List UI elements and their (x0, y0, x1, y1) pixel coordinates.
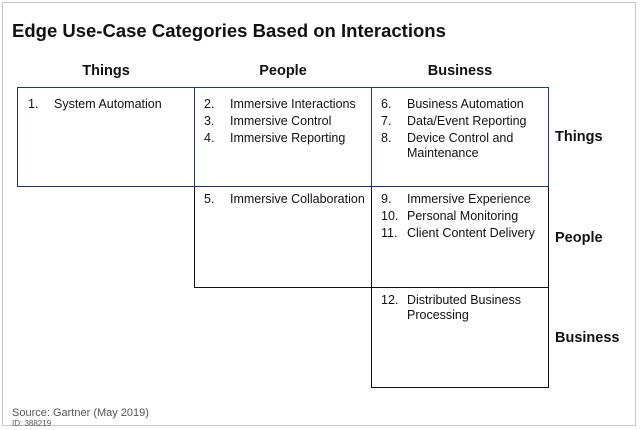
source-note: Source: Gartner (May 2019) (12, 407, 149, 419)
use-case-label: Immersive Reporting (230, 131, 346, 145)
use-case-number: 4. (204, 131, 215, 145)
use-case-number: 1. (28, 97, 39, 111)
use-case-number: 3. (204, 114, 215, 128)
use-case-item: 2. Immersive Interactions (204, 97, 380, 112)
use-case-item: 6. Business Automation (381, 97, 557, 112)
column-header-business: Business (427, 63, 493, 79)
cell-things-people: 2. Immersive Interactions 3. Immersive Cont… (204, 97, 380, 148)
use-case-label: Immersive Experience (407, 192, 531, 206)
use-case-number: 12. (381, 293, 399, 307)
diagram-title: Edge Use-Case Categories Based on Intera… (12, 20, 446, 41)
use-case-item: 11. Client Content Delivery (381, 226, 557, 241)
grid-line-business-left (371, 186, 372, 388)
use-case-label: Data/Event Reporting (407, 114, 527, 128)
use-case-number: 7. (381, 114, 392, 128)
use-case-item: 8. Device Control and Maintenance (381, 131, 557, 161)
use-case-label: System Automation (54, 97, 162, 111)
row-header-business: Business (555, 330, 620, 346)
use-case-number: 2. (204, 97, 215, 111)
use-case-label: Device Control and Maintenance (407, 131, 514, 160)
things-row-box (17, 87, 549, 187)
column-header-people: People (259, 63, 307, 79)
grid-line-people-business (371, 87, 372, 187)
use-case-number: 10. (381, 209, 399, 223)
use-case-label: Immersive Collaboration (230, 192, 365, 206)
use-case-number: 8. (381, 131, 392, 145)
cell-people-people: 5. Immersive Collaboration (204, 192, 380, 209)
grid-line-right (548, 186, 549, 388)
use-case-item: 5. Immersive Collaboration (204, 192, 380, 207)
cell-things-things: 1. System Automation (28, 97, 204, 114)
row-header-people: People (555, 230, 603, 246)
use-case-item: 12. Distributed Business Processing (381, 293, 557, 323)
grid-line-things-people (194, 87, 195, 187)
use-case-item: 9. Immersive Experience (381, 192, 557, 207)
use-case-item: 3. Immersive Control (204, 114, 380, 129)
figure-frame (2, 2, 636, 426)
use-case-number: 11. (381, 226, 398, 240)
use-case-label: Client Content Delivery (407, 226, 535, 240)
cell-business-business: 12. Distributed Business Processing (381, 293, 557, 325)
use-case-item: 7. Data/Event Reporting (381, 114, 557, 129)
use-case-item: 4. Immersive Reporting (204, 131, 380, 146)
use-case-label: Distributed Business Processing (407, 293, 521, 322)
use-case-label: Business Automation (407, 97, 524, 111)
grid-line-people-left (194, 186, 195, 288)
use-case-label: Personal Monitoring (407, 209, 519, 223)
figure-id: ID: 388219 (12, 419, 52, 428)
use-case-number: 6. (381, 97, 392, 111)
use-case-label: Immersive Control (230, 114, 332, 128)
use-case-number: 5. (204, 192, 215, 206)
use-case-item: 1. System Automation (28, 97, 204, 112)
row-header-things: Things (555, 129, 603, 145)
cell-things-business: 6. Business Automation 7. Data/Event Report… (381, 97, 557, 163)
column-header-things: Things (82, 63, 130, 79)
cell-people-business: 9. Immersive Experience 10. Personal Monito… (381, 192, 557, 243)
use-case-item: 10. Personal Monitoring (381, 209, 557, 224)
use-case-number: 9. (381, 192, 392, 206)
grid-line-business-bottom (371, 387, 549, 388)
use-case-label: Immersive Interactions (230, 97, 356, 111)
